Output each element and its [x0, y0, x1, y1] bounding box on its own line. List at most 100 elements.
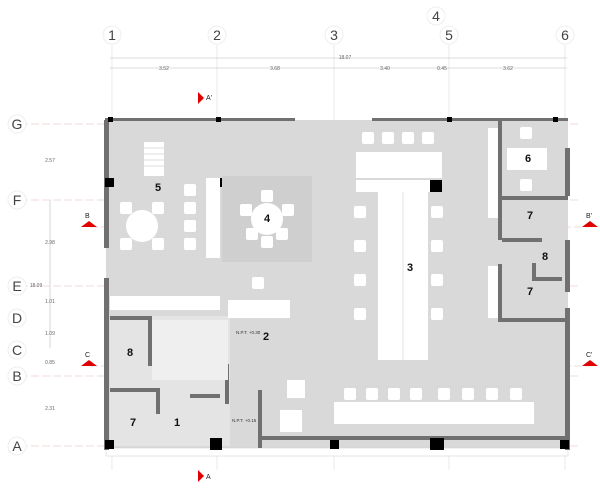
svg-text:6: 6 [561, 27, 569, 43]
chair [184, 238, 196, 250]
svg-text:E: E [12, 278, 21, 294]
svg-text:F: F [13, 192, 22, 208]
svg-text:3.52: 3.52 [159, 66, 169, 72]
svg-text:0.85: 0.85 [45, 360, 55, 366]
svg-text:3.68: 3.68 [270, 66, 280, 72]
room-8-right: 8 [542, 251, 548, 263]
chair [366, 388, 378, 400]
chair [344, 388, 356, 400]
room-3: 3 [407, 262, 413, 274]
chair [431, 308, 443, 320]
chair [261, 190, 273, 202]
section-marker-c-prime: C' [582, 352, 598, 366]
chair [410, 388, 422, 400]
svg-text:B: B [85, 213, 90, 220]
svg-text:1.09: 1.09 [45, 331, 55, 337]
svg-text:A: A [12, 438, 22, 454]
chair [252, 277, 264, 289]
room-7-lower: 7 [527, 286, 533, 298]
svg-text:2.98: 2.98 [45, 240, 55, 246]
svg-text:C': C' [586, 352, 592, 359]
room-1: 1 [174, 417, 180, 429]
chair [354, 274, 366, 286]
chair [438, 388, 450, 400]
chair [152, 238, 164, 250]
chair [462, 388, 474, 400]
room-labels: 1 2 3 4 5 6 7 7 8 8 7 [127, 153, 548, 429]
chair [520, 179, 532, 191]
chair [431, 206, 443, 218]
axis-G: G [7, 114, 27, 134]
section-marker-a: A [198, 470, 211, 482]
chair [431, 240, 443, 252]
axis-D: D [7, 308, 27, 328]
axis-2: 2 [207, 25, 227, 45]
chair [354, 308, 366, 320]
svg-text:A': A' [206, 95, 212, 102]
room-7-left: 7 [130, 417, 136, 429]
svg-text:5: 5 [445, 27, 453, 43]
chair [240, 204, 252, 216]
section-marker-c: C [81, 352, 97, 366]
svg-text:A: A [206, 474, 211, 481]
chair [510, 388, 522, 400]
section-marker-a-prime: A' [198, 92, 212, 104]
chair [120, 238, 132, 250]
chair [184, 220, 196, 232]
axis-1: 1 [102, 25, 122, 45]
svg-text:1: 1 [108, 27, 116, 43]
chair [184, 202, 196, 214]
axis-E: E [7, 276, 27, 296]
chair [354, 240, 366, 252]
furniture [110, 127, 547, 432]
svg-text:C: C [85, 352, 90, 359]
chair [422, 132, 434, 144]
axis-A: A [7, 436, 27, 456]
axis-B: B [7, 366, 27, 386]
svg-text:2.57: 2.57 [45, 158, 55, 164]
svg-text:B: B [12, 368, 21, 384]
room-6: 6 [525, 153, 531, 165]
svg-text:3.40: 3.40 [380, 66, 390, 72]
level-label: N.P.T. +0.15 [232, 418, 257, 423]
svg-text:18.07: 18.07 [339, 55, 352, 61]
axis-5: 5 [439, 25, 459, 45]
axis-6: 6 [555, 25, 575, 45]
chair [276, 228, 288, 240]
chair [486, 388, 498, 400]
section-marker-b-prime: B' [582, 213, 598, 227]
room-4: 4 [264, 213, 271, 225]
axis-4: 4 [426, 6, 446, 26]
svg-text:C: C [12, 342, 22, 358]
svg-text:3: 3 [330, 27, 338, 43]
axis-3: 3 [324, 25, 344, 45]
room-7-upper: 7 [527, 210, 533, 222]
dimension-vertical: 2.57 2.98 18.09 1.01 1.09 0.85 2.31 [30, 158, 55, 412]
chair [520, 127, 532, 139]
chair [282, 204, 294, 216]
chair [261, 236, 273, 248]
room-5: 5 [155, 182, 161, 194]
svg-text:D: D [12, 310, 22, 326]
svg-text:2.31: 2.31 [45, 406, 55, 412]
chair [388, 388, 400, 400]
chair [120, 202, 132, 214]
room-2: 2 [263, 331, 269, 343]
svg-text:B': B' [586, 213, 592, 220]
svg-text:0.45: 0.45 [437, 66, 447, 72]
room-8-left: 8 [127, 347, 133, 359]
chair [362, 132, 374, 144]
svg-text:2: 2 [213, 27, 221, 43]
chair [431, 274, 443, 286]
svg-text:G: G [12, 116, 23, 132]
svg-text:4: 4 [432, 8, 440, 24]
axis-F: F [7, 190, 27, 210]
chair [382, 132, 394, 144]
level-label: N.P.T. +0.30 [236, 330, 261, 335]
svg-text:1.01: 1.01 [45, 299, 55, 305]
chair [402, 132, 414, 144]
svg-text:3.62: 3.62 [503, 66, 513, 72]
chair [246, 228, 258, 240]
chair [152, 202, 164, 214]
